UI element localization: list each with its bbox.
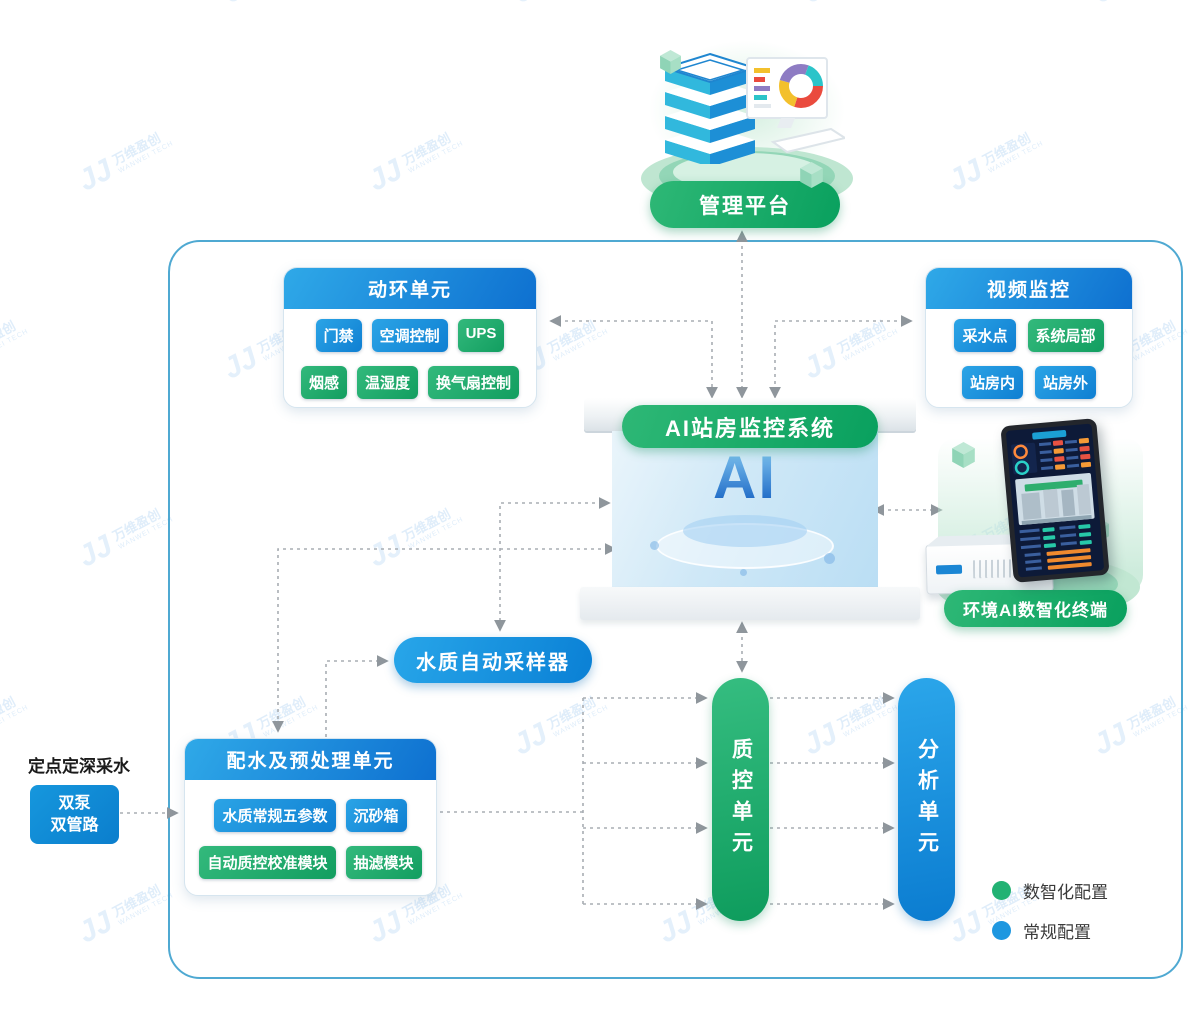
chip-UPS[interactable]: UPS (457, 319, 505, 352)
system-boundary-frame (168, 240, 1183, 979)
device-logo (935, 564, 963, 575)
management-platform-node[interactable]: 管理平台 (650, 181, 840, 228)
panel-title: 动环单元 (284, 268, 536, 309)
watermark-logo: JJ (72, 904, 118, 950)
dual-pump-dual-pipeline-node[interactable]: 双泵 双管路 (30, 785, 119, 844)
watermark-logo: JJ (942, 152, 988, 198)
chip-空调控制[interactable]: 空调控制 (371, 319, 448, 352)
decor-dot (824, 553, 835, 564)
server-stack-illustration (661, 52, 759, 164)
intake-box-line2: 双管路 (50, 816, 99, 834)
analysis-unit-node[interactable]: 分析单元 (898, 678, 955, 921)
chip-换气扇控制[interactable]: 换气扇控制 (428, 366, 520, 399)
intake-caption: 定点定深采水 (28, 757, 130, 776)
station-base (580, 587, 920, 620)
chip-采水点[interactable]: 采水点 (954, 319, 1016, 352)
panel-buttons: 采水点系统局部站房内站房外 (926, 309, 1132, 407)
panel-title: 配水及预处理单元 (185, 739, 436, 780)
chip-水质常规五参数[interactable]: 水质常规五参数 (214, 798, 336, 832)
legend-item: 数智化配置 (992, 878, 1108, 903)
station-screen-illustration: AI (612, 431, 878, 589)
ai-station-monitoring-system-node[interactable]: AI站房监控系统 (622, 405, 878, 448)
chip-沉砂箱[interactable]: 沉砂箱 (345, 798, 407, 832)
legend: 数智化配置常规配置 (992, 878, 1108, 943)
watermark-logo: JJ (1088, 0, 1133, 11)
intake-box-line1: 双泵 (58, 794, 91, 812)
legend-label: 数智化配置 (1023, 883, 1108, 902)
chip-烟感[interactable]: 烟感 (300, 366, 347, 399)
dashboard-monitor-illustration (746, 57, 845, 154)
legend-label: 常规配置 (1023, 923, 1091, 942)
cube-icon (660, 50, 681, 74)
ai-platform-ring-inner (683, 515, 807, 547)
quality-control-unit-node[interactable]: 质控单元 (712, 678, 769, 921)
panel-title: 视频监控 (926, 268, 1132, 309)
watermark-logo: JJ (72, 528, 118, 574)
watermark-logo: JJ (72, 152, 118, 198)
cube-icon (952, 442, 975, 468)
legend-item: 常规配置 (992, 918, 1108, 943)
chip-自动质控校准模块[interactable]: 自动质控校准模块 (199, 845, 336, 879)
chip-站房外[interactable]: 站房外 (1035, 366, 1097, 399)
panel-video-surveillance: 视频监控 采水点系统局部站房内站房外 (925, 267, 1133, 408)
watermark-logo: JJ (218, 0, 263, 11)
server-dashboard-illustration (661, 52, 845, 164)
cube-icon (800, 162, 823, 188)
ai-3d-text: AI (612, 443, 878, 512)
watermark-logo: JJ (362, 152, 408, 198)
chip-抽滤模块[interactable]: 抽滤模块 (345, 845, 422, 879)
panel-dynamic-environment-unit: 动环单元 门禁空调控制 UPS 烟感温湿度换气扇控制 (283, 267, 537, 408)
chip-系统局部[interactable]: 系统局部 (1027, 319, 1104, 352)
decor-dot (650, 541, 659, 550)
legend-dot (992, 881, 1011, 900)
chip-站房内[interactable]: 站房内 (961, 366, 1023, 399)
panel-buttons: 水质常规五参数沉砂箱自动质控校准模块抽滤模块 (185, 780, 436, 895)
panel-water-distribution-pretreatment-unit: 配水及预处理单元 水质常规五参数沉砂箱自动质控校准模块抽滤模块 (184, 738, 437, 896)
watermark-logo: JJ (508, 0, 553, 11)
legend-dot (992, 921, 1011, 940)
terminal-monitor-illustration (1000, 418, 1110, 583)
decor-dot (740, 569, 747, 576)
terminal-dashboard-screen (1005, 423, 1105, 578)
watermark-logo: JJ (798, 0, 843, 11)
environment-ai-terminal-node[interactable]: 环境AI数智化终端 (944, 590, 1127, 627)
panel-buttons: 门禁空调控制 UPS 烟感温湿度换气扇控制 (284, 309, 536, 407)
chip-门禁[interactable]: 门禁 (315, 319, 362, 352)
chip-温湿度[interactable]: 温湿度 (356, 366, 418, 399)
water-auto-sampler-node[interactable]: 水质自动采样器 (394, 637, 592, 683)
